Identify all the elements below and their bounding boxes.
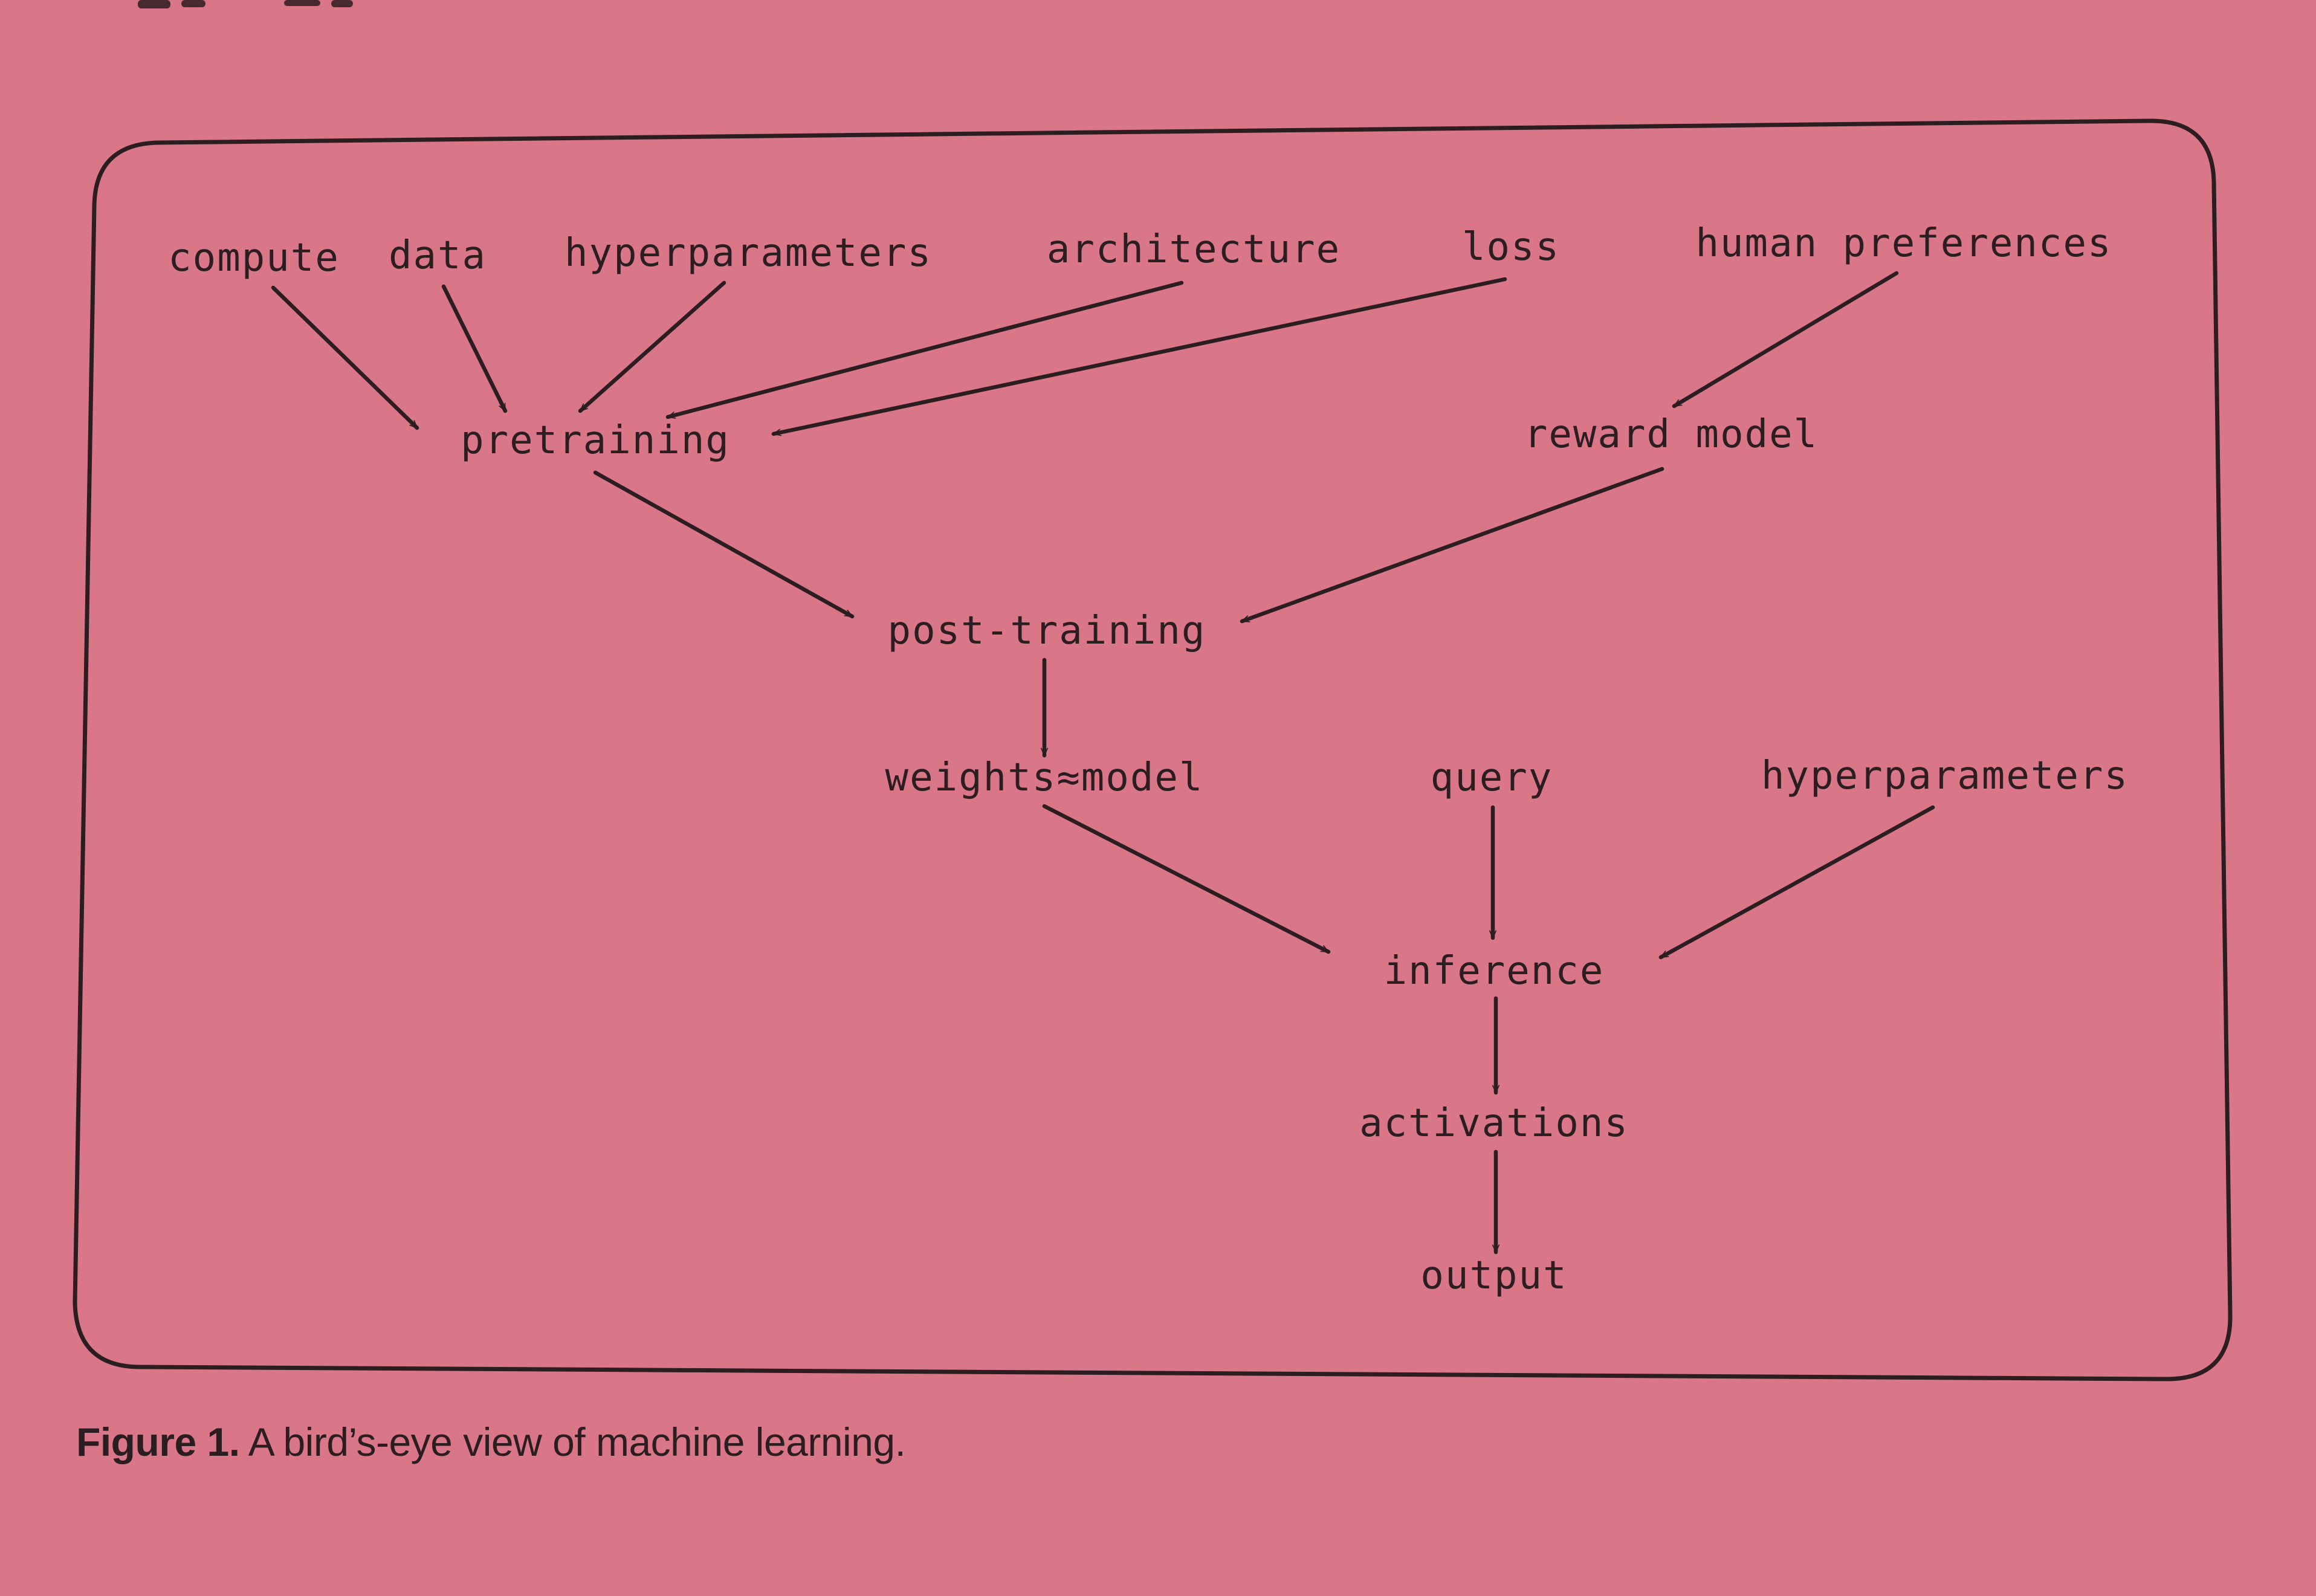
arrow-compute-to-pretraining xyxy=(271,285,419,430)
caption-prefix: Figure 1. xyxy=(76,1420,240,1464)
arrow-pretraining-to-post-training xyxy=(593,470,855,619)
diagram-frame xyxy=(73,118,2233,1381)
arrow-reward-model-to-post-training xyxy=(1240,467,1664,624)
figure-caption: Figure 1. A bird’s-eye view of machine l… xyxy=(76,1419,906,1465)
arrow-architecture-to-pretraining xyxy=(665,280,1184,419)
arrow-hyperparameters-inference-to-inference xyxy=(1658,805,1935,960)
node-compute: compute xyxy=(168,236,340,280)
node-post-training: post-training xyxy=(888,609,1206,653)
node-architecture: architecture xyxy=(1047,227,1341,272)
node-weights-model: weights≈model xyxy=(885,755,1204,800)
node-pretraining: pretraining xyxy=(461,418,730,463)
caption-text: A bird’s-eye view of machine learning. xyxy=(239,1420,906,1464)
node-output: output xyxy=(1420,1253,1567,1298)
node-activations: activations xyxy=(1359,1101,1629,1146)
node-reward-model: reward model xyxy=(1524,412,1818,457)
cropped-text-fragment xyxy=(138,0,353,8)
arrow-human-preferences-to-reward-model xyxy=(1672,271,1899,409)
arrow-loss-to-pretraining xyxy=(771,277,1507,434)
node-loss: loss xyxy=(1462,225,1560,270)
node-data: data xyxy=(389,233,487,278)
arrow-weights-model-to-inference xyxy=(1042,804,1331,954)
arrow-hyperparameters-training-to-pretraining xyxy=(578,280,726,413)
edges-layer xyxy=(271,271,1935,1255)
node-query: query xyxy=(1431,755,1553,800)
node-inference: inference xyxy=(1384,949,1605,993)
node-hyperparameters-training: hyperparameters xyxy=(564,231,932,276)
arrow-data-to-pretraining xyxy=(441,284,508,413)
node-human-preferences: human preferences xyxy=(1695,221,2112,266)
node-hyperparameters-inference: hyperparameters xyxy=(1761,754,2129,798)
nodes-layer: compute data hyperparameters architectur… xyxy=(168,221,2129,1298)
